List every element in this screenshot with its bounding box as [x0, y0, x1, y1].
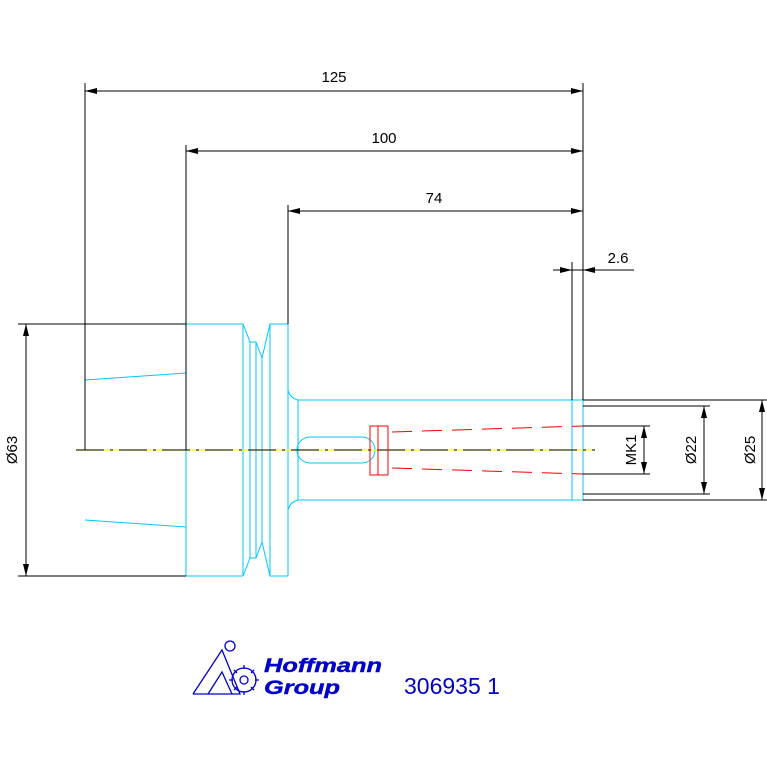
- part-number: 306935 1: [404, 673, 500, 699]
- dimension-label-diameter-22: Ø22: [683, 436, 700, 464]
- logo-text-line1: Hoffmann: [264, 656, 382, 677]
- dimension-label-thickness: 2.6: [608, 250, 629, 267]
- dimension-label-overall-length: 125: [321, 69, 346, 86]
- dimension-label-diameter-63: Ø63: [4, 436, 21, 464]
- dimension-label-length-74: 74: [426, 190, 443, 207]
- dimension-label-diameter-25: Ø25: [742, 436, 759, 464]
- dimension-label-morse-taper: MK1: [623, 435, 640, 466]
- hidden-lines: [369, 425, 584, 476]
- hoffmann-group-logo-icon: [192, 640, 259, 695]
- logo-text-line2: Group: [264, 678, 340, 699]
- dimension-lines: [18, 83, 767, 577]
- dimension-label-length-100: 100: [371, 130, 396, 147]
